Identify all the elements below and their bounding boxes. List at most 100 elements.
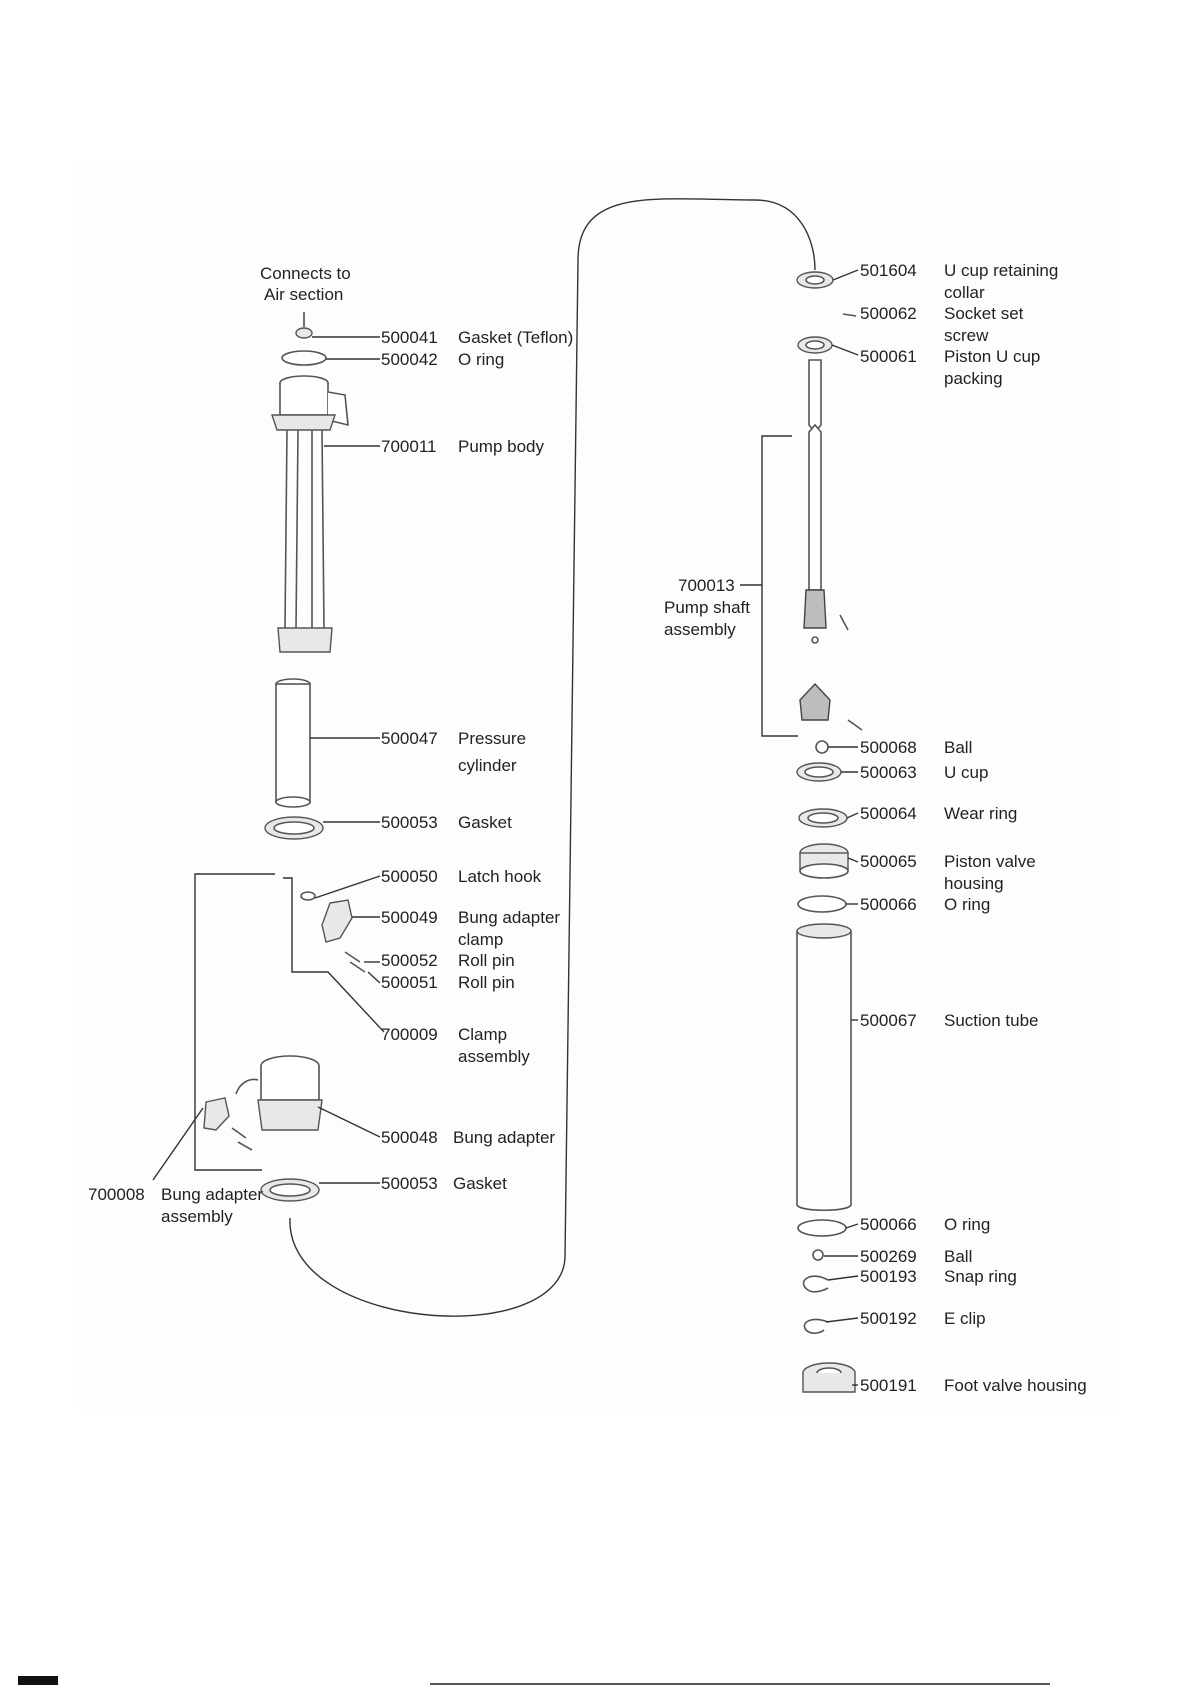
label-500042: O ring xyxy=(458,350,504,369)
code-500048: 500048 xyxy=(381,1128,438,1147)
wear-ring-part xyxy=(798,808,848,828)
leader-500066-lower xyxy=(845,1223,859,1229)
code-500064: 500064 xyxy=(860,804,917,823)
label-500063: U cup xyxy=(944,763,988,782)
ball-500068-part xyxy=(815,740,829,754)
label-700009-line2: assembly xyxy=(458,1047,530,1066)
suction-tube-part xyxy=(796,923,852,1212)
label-500065-line2: housing xyxy=(944,874,1004,893)
label-500052: Roll pin xyxy=(458,951,515,970)
label-500049-line2: clamp xyxy=(458,930,503,949)
code-500053-bottom: 500053 xyxy=(381,1174,438,1193)
code-500066-lower: 500066 xyxy=(860,1215,917,1234)
leader-500061 xyxy=(831,344,859,356)
label-500053-bottom: Gasket xyxy=(453,1174,507,1193)
label-500068: Ball xyxy=(944,738,972,757)
u-cup-500063-part xyxy=(796,762,842,782)
label-700013-line1: Pump shaft xyxy=(664,598,750,617)
leader-700008 xyxy=(152,1107,204,1181)
code-500050: 500050 xyxy=(381,867,438,886)
connects-note-line1: Connects to xyxy=(260,264,351,283)
bottom-gasket-part xyxy=(260,1178,320,1202)
code-500049: 500049 xyxy=(381,908,438,927)
pressure-cylinder-part xyxy=(275,678,311,808)
page-bottom-edge xyxy=(18,1676,58,1685)
piston-valve-housing-part xyxy=(799,843,849,879)
pump-body-part xyxy=(271,375,349,653)
label-500191: Foot valve housing xyxy=(944,1376,1087,1395)
foot-valve-housing-part xyxy=(802,1362,856,1393)
bracket-700009 xyxy=(283,877,385,1033)
code-500191: 500191 xyxy=(860,1376,917,1395)
code-700009: 700009 xyxy=(381,1025,438,1044)
label-501604-line2: collar xyxy=(944,283,985,302)
leader-500065 xyxy=(847,857,859,863)
label-500193: Snap ring xyxy=(944,1267,1017,1286)
connector-loop xyxy=(289,198,816,1317)
label-501604-line1: U cup retaining xyxy=(944,261,1058,280)
label-700009-line1: Clamp xyxy=(458,1025,507,1044)
code-500052: 500052 xyxy=(381,951,438,970)
code-700013: 700013 xyxy=(678,576,735,595)
code-500192: 500192 xyxy=(860,1309,917,1328)
leader-500192 xyxy=(825,1317,859,1323)
code-500047: 500047 xyxy=(381,729,438,748)
gasket-teflon-part xyxy=(295,327,313,339)
clamp-assembly-parts xyxy=(300,891,366,973)
page-bottom-edge-mid xyxy=(430,1683,1050,1685)
label-500049-line1: Bung adapter xyxy=(458,908,560,927)
piston-u-cup-packing-part xyxy=(797,336,833,354)
code-500065: 500065 xyxy=(860,852,917,871)
code-501604: 501604 xyxy=(860,261,917,280)
label-500269: Ball xyxy=(944,1247,972,1266)
code-500063: 500063 xyxy=(860,763,917,782)
u-cup-retaining-collar-part xyxy=(796,271,834,289)
label-500050: Latch hook xyxy=(458,867,542,886)
bung-adapter-part xyxy=(203,1055,323,1151)
code-500068: 500068 xyxy=(860,738,917,757)
code-500062: 500062 xyxy=(860,304,917,323)
code-500269: 500269 xyxy=(860,1247,917,1266)
e-clip-part xyxy=(803,1318,829,1334)
code-500066: 500066 xyxy=(860,895,917,914)
code-500042: 500042 xyxy=(381,350,438,369)
code-500041: 500041 xyxy=(381,328,438,347)
leader-500064 xyxy=(846,812,859,819)
bracket-700013 xyxy=(761,435,798,737)
code-500051: 500051 xyxy=(381,973,438,992)
leader-500048 xyxy=(317,1106,381,1138)
label-500062-line2: screw xyxy=(944,326,989,345)
label-500062-line1: Socket set xyxy=(944,304,1024,323)
code-700011: 700011 xyxy=(381,437,436,456)
label-500061-line1: Piston U cup xyxy=(944,347,1040,366)
label-500066: O ring xyxy=(944,895,990,914)
gasket-part xyxy=(264,816,324,840)
leader-501604 xyxy=(832,269,859,281)
socket-set-screw-part xyxy=(842,313,857,317)
ball-500269-part xyxy=(812,1249,824,1261)
label-500064: Wear ring xyxy=(944,804,1017,823)
pump-shaft-part xyxy=(799,359,863,731)
leader-500051 xyxy=(367,971,381,984)
code-700008: 700008 xyxy=(88,1185,145,1204)
label-700011: Pump body xyxy=(458,437,544,456)
diagram-background xyxy=(78,165,1118,1410)
o-ring-500066-lower-part xyxy=(797,1219,847,1237)
label-500066-lower: O ring xyxy=(944,1215,990,1234)
leader-500050 xyxy=(314,875,381,899)
connects-note-line2: Air section xyxy=(264,285,343,304)
code-500067: 500067 xyxy=(860,1011,917,1030)
label-700008-line2: assembly xyxy=(161,1207,233,1226)
code-500193: 500193 xyxy=(860,1267,917,1286)
label-500047-line2: cylinder xyxy=(458,756,517,775)
code-500061: 500061 xyxy=(860,347,917,366)
snap-ring-part xyxy=(802,1275,829,1293)
code-500053: 500053 xyxy=(381,813,438,832)
o-ring-part xyxy=(281,350,327,366)
label-500047-line1: Pressure xyxy=(458,729,526,748)
label-500067: Suction tube xyxy=(944,1011,1039,1030)
label-500053: Gasket xyxy=(458,813,512,832)
label-500041: Gasket (Teflon) xyxy=(458,328,573,347)
o-ring-500066-part xyxy=(797,895,847,913)
